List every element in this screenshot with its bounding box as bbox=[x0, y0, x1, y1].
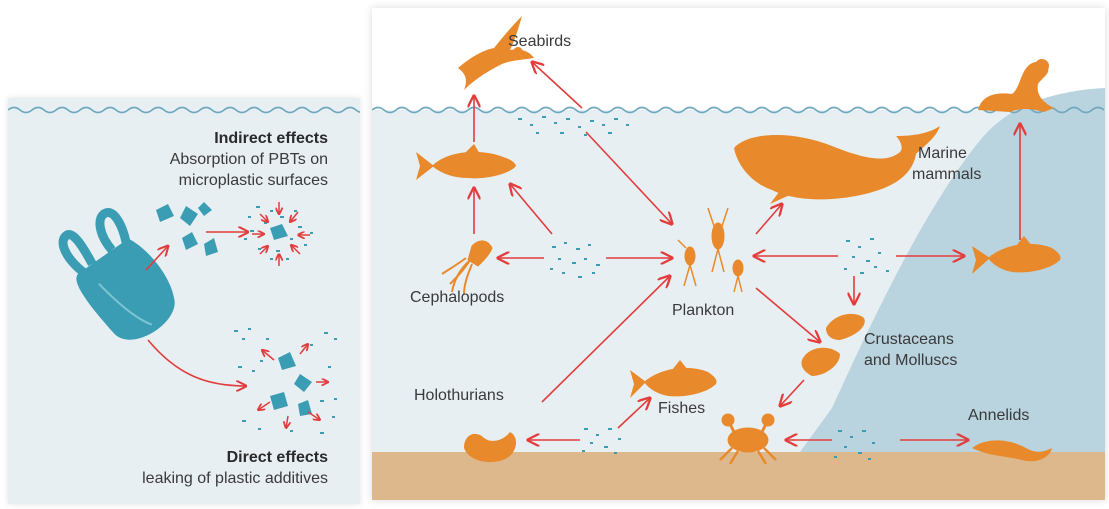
particles-to-fish-arrow bbox=[510, 184, 552, 234]
indirect-effects-title: Indirect effects bbox=[214, 130, 328, 147]
crustaceans-label-1: Crustaceans bbox=[864, 331, 954, 348]
surface-to-plankton-arrow bbox=[586, 132, 672, 224]
floor-particles-to-fish-arrow bbox=[618, 398, 650, 428]
squid-icon bbox=[442, 241, 492, 294]
indirect-effects-line-2: microplastic surfaces bbox=[179, 172, 328, 189]
marine-mammals-label-2: mammals bbox=[912, 166, 981, 183]
fish-icon-center bbox=[630, 360, 717, 398]
water-surface-line bbox=[8, 108, 360, 113]
fish-icon-upper-left bbox=[416, 144, 516, 180]
microplastic-cluster-surface bbox=[518, 116, 629, 136]
plankton-label: Plankton bbox=[672, 302, 734, 319]
bag-to-leaking-arrow bbox=[148, 340, 246, 386]
plankton-to-whale-arrow bbox=[756, 204, 782, 234]
seabirds-label: Seabirds bbox=[508, 33, 571, 50]
marine-mammals-label-1: Marine bbox=[918, 145, 967, 162]
leaching-fragments-cluster bbox=[234, 328, 337, 434]
holothurians-label: Holothurians bbox=[414, 387, 504, 404]
whale-icon bbox=[734, 126, 940, 204]
plastic-bag-icon bbox=[50, 202, 189, 353]
microplastic-cluster-right bbox=[844, 238, 889, 274]
plankton-to-molluscs-arrow bbox=[756, 288, 820, 342]
fishes-label: Fishes bbox=[658, 400, 705, 417]
plastic-effects-graphic: Indirect effects Absorption of PBTs on m… bbox=[8, 98, 360, 504]
crustaceans-label-2: and Molluscs bbox=[864, 352, 957, 369]
mussel-icon bbox=[826, 314, 865, 340]
indirect-effects-line-1: Absorption of PBTs on bbox=[170, 151, 328, 168]
direct-effects-title: Direct effects bbox=[227, 449, 328, 466]
food-web-panel: Seabirds Marine mammals Cephalopods bbox=[372, 8, 1105, 500]
plankton-icon bbox=[678, 208, 743, 292]
microplastic-cluster-middle bbox=[550, 242, 600, 278]
shell-icon bbox=[801, 348, 840, 376]
annelids-label: Annelids bbox=[968, 407, 1029, 424]
microplastic-cluster-floor-left bbox=[582, 428, 621, 454]
cephalopods-label: Cephalopods bbox=[410, 289, 504, 306]
direct-effects-line-1: leaking of plastic additives bbox=[142, 470, 328, 487]
marine-food-web-diagram: Seabirds Marine mammals Cephalopods bbox=[372, 8, 1105, 500]
shell-to-crab-arrow bbox=[780, 380, 804, 406]
absorption-particle-cluster bbox=[244, 202, 313, 266]
plastic-effects-panel: Indirect effects Absorption of PBTs on m… bbox=[8, 98, 360, 504]
